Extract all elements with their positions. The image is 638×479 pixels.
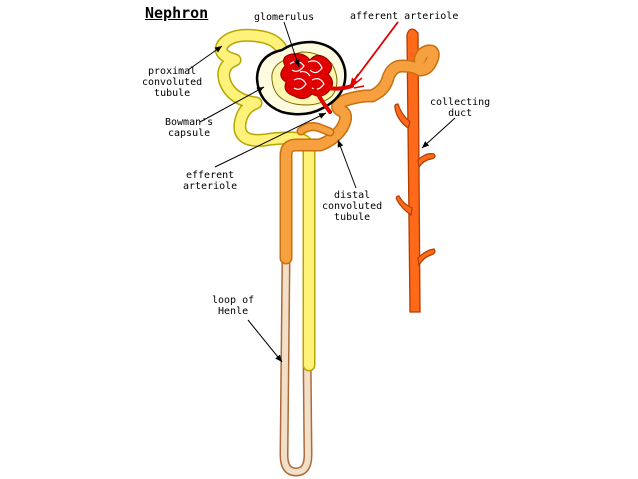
- label-glomerulus: glomerulus: [254, 12, 314, 23]
- label-collecting-line-1: collecting: [430, 97, 491, 108]
- label-distal-line-3: tubule: [334, 212, 371, 223]
- label-loop-line-1: loop of: [212, 295, 255, 306]
- loop-of-henle: [279, 253, 313, 477]
- label-efferent-line-2: arteriole: [183, 181, 238, 192]
- label-collecting-line-2: duct: [448, 108, 473, 119]
- proximal-convoluted-tubule: [214, 28, 316, 372]
- label-proximal-line-1: proximal: [148, 66, 197, 77]
- glomerulus-capillaries: [280, 53, 365, 114]
- label-loop-of-henle: loop of Henle: [212, 295, 254, 317]
- label-distal-convoluted-tubule: distal convoluted tubule: [322, 190, 382, 223]
- leader-lines: [187, 21, 456, 363]
- label-distal-line-1: distal: [334, 190, 371, 201]
- label-loop-line-2: Henle: [218, 306, 249, 317]
- label-afferent-arteriole: afferent arteriole: [350, 11, 458, 22]
- label-efferent-line-1: efferent: [186, 170, 235, 181]
- label-distal-line-2: convoluted: [322, 201, 383, 212]
- label-afferent-arteriole-text: afferent arteriole: [350, 11, 459, 22]
- label-bowmans-line-2: capsule: [168, 128, 211, 139]
- distal-convoluted-tubule: [279, 44, 440, 265]
- label-efferent-arteriole: efferent arteriole: [183, 170, 237, 192]
- diagram-title: Nephron: [145, 4, 209, 22]
- label-collecting-duct: collecting duct: [430, 97, 490, 119]
- collecting-duct: [394, 28, 436, 313]
- label-proximal-line-3: tubule: [154, 88, 191, 99]
- label-bowmans-line-1: Bowman's: [165, 117, 214, 128]
- label-proximal-convoluted-tubule: proximal convoluted tubule: [142, 66, 202, 99]
- label-glomerulus-text: glomerulus: [254, 12, 315, 23]
- label-proximal-line-2: convoluted: [142, 77, 203, 88]
- label-bowmans-capsule: Bowman's capsule: [165, 117, 213, 139]
